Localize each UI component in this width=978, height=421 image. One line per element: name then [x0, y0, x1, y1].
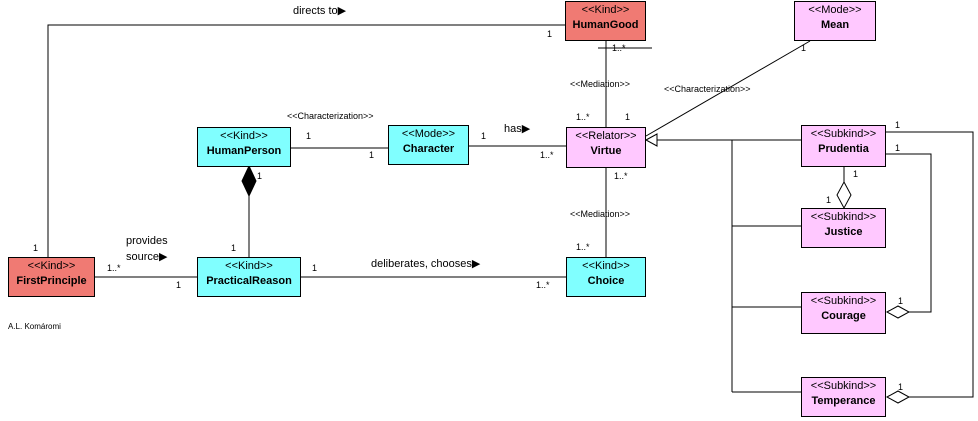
class-name: HumanGood: [572, 19, 639, 31]
class-temperance: <<Subkind>> Temperance: [801, 377, 886, 417]
multiplicity: 1: [895, 143, 901, 153]
multiplicity: 1: [625, 112, 631, 122]
label-source: source▶: [126, 251, 168, 263]
class-name: Prudentia: [818, 143, 869, 155]
multiplicity: 1..*: [612, 43, 626, 53]
class-stereotype: <<Relator>>: [575, 130, 637, 142]
class-stereotype: <<Subkind>>: [810, 380, 877, 392]
multiplicity: 1..*: [614, 171, 628, 181]
multiplicity: 1..*: [576, 242, 590, 252]
class-stereotype: <<Subkind>>: [810, 128, 877, 140]
multiplicity: 1: [369, 150, 375, 160]
class-stereotype: <<Subkind>>: [810, 295, 877, 307]
class-name: HumanPerson: [206, 145, 282, 157]
class-courage: <<Subkind>> Courage: [801, 292, 886, 334]
label-has: has▶: [504, 123, 531, 135]
label-deliberates-chooses: deliberates, chooses▶: [371, 258, 481, 270]
multiplicity: 1: [257, 171, 263, 181]
class-name: Mean: [820, 19, 850, 31]
multiplicity: 1: [481, 131, 487, 141]
multiplicity: 1..*: [576, 112, 590, 122]
aggregation-diamond-justice: [836, 180, 852, 210]
class-character: <<Mode>> Character: [388, 125, 469, 165]
class-stereotype: <<Mode>>: [808, 4, 862, 16]
label-directs-to: directs to▶: [293, 5, 347, 17]
class-human-good: <<Kind>> HumanGood: [565, 1, 646, 41]
class-prudentia: <<Subkind>> Prudentia: [801, 125, 886, 167]
class-name: Justice: [824, 226, 863, 238]
aggregation-diamond-courage: [885, 305, 911, 319]
class-stereotype: <<Kind>>: [581, 4, 630, 16]
class-name: Choice: [587, 275, 625, 287]
multiplicity: 1: [826, 195, 832, 205]
multiplicity: 1: [895, 120, 901, 130]
multiplicity: 1: [898, 296, 904, 306]
multiplicity: 1: [898, 382, 904, 392]
label-provides: provides: [126, 235, 168, 247]
multiplicity: 1: [306, 131, 312, 141]
composition-diamond: [241, 164, 257, 198]
class-name: Character: [402, 143, 455, 155]
class-stereotype: <<Kind>>: [220, 130, 268, 142]
multiplicity: 1: [853, 169, 859, 179]
class-choice: <<Kind>> Choice: [566, 257, 646, 297]
class-human-person: <<Kind>> HumanPerson: [197, 127, 291, 167]
multiplicity: 1: [801, 43, 807, 53]
class-name: FirstPrinciple: [16, 275, 87, 287]
edge-prudentia-courage: [886, 153, 932, 313]
class-stereotype: <<Kind>>: [582, 260, 630, 272]
class-justice: <<Subkind>> Justice: [801, 208, 886, 248]
class-name: Courage: [821, 310, 866, 322]
class-stereotype: <<Kind>>: [27, 260, 76, 272]
multiplicity: 1: [312, 263, 318, 273]
edge-directs-to: [47, 24, 565, 257]
label-characterization-right: <<Characterization>>: [664, 84, 751, 94]
class-first-principle: <<Kind>> FirstPrinciple: [8, 257, 95, 297]
class-stereotype: <<Mode>>: [401, 128, 456, 140]
class-name: Virtue: [590, 145, 622, 157]
multiplicity: 1..*: [107, 263, 121, 273]
multiplicity: 1..*: [536, 280, 550, 290]
class-stereotype: <<Subkind>>: [810, 211, 877, 223]
edge-mean-virtue: [645, 40, 811, 137]
label-author: A.L. Komáromi: [8, 322, 61, 331]
aggregation-diamond-temperance: [885, 390, 911, 404]
multiplicity: 1: [547, 29, 553, 39]
class-mean: <<Mode>> Mean: [794, 1, 876, 41]
class-practical-reason: <<Kind>> PracticalReason: [197, 257, 301, 297]
label-mediation-top: <<Mediation>>: [570, 79, 631, 89]
generalization-arrowhead: [644, 133, 658, 147]
multiplicity: 1..*: [540, 150, 554, 160]
label-mediation-bottom: <<Mediation>>: [570, 209, 631, 219]
multiplicity: 1: [33, 243, 39, 253]
label-characterization-left: <<Characterization>>: [287, 111, 374, 121]
multiplicity: 1: [176, 280, 182, 290]
class-virtue: <<Relator>> Virtue: [566, 127, 646, 168]
class-stereotype: <<Kind>>: [225, 260, 273, 272]
multiplicity: 1: [231, 243, 237, 253]
class-name: PracticalReason: [206, 275, 292, 287]
edge-prudentia-temperance: [886, 131, 974, 398]
class-name: Temperance: [811, 395, 876, 407]
